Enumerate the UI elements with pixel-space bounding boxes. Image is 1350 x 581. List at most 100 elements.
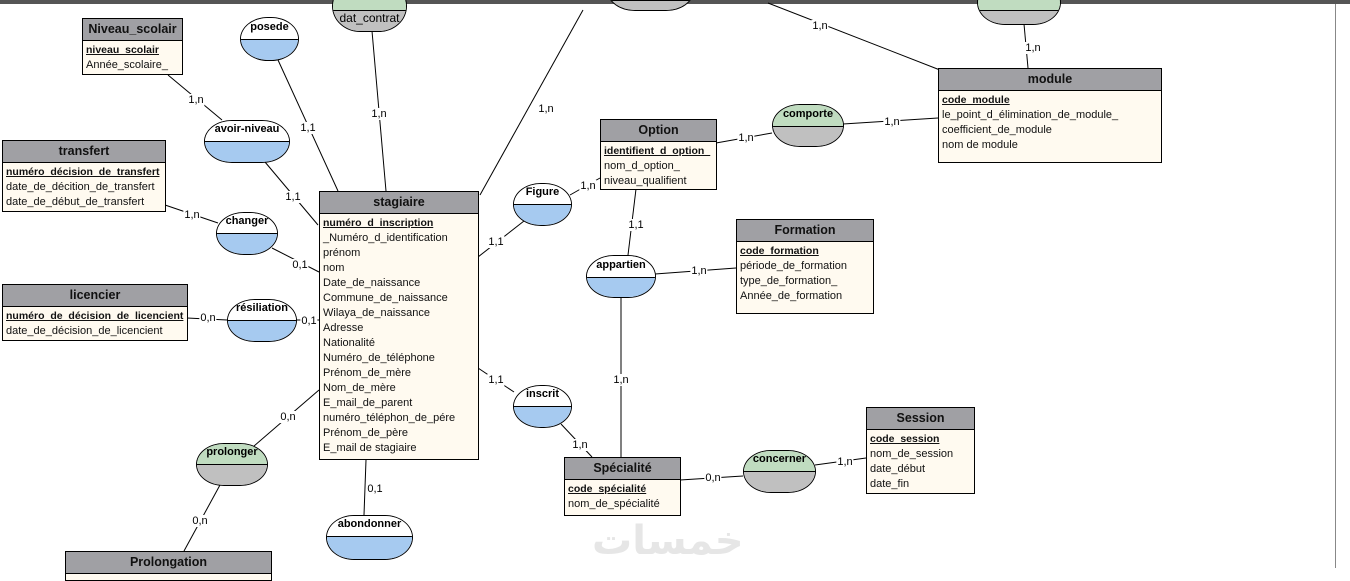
entity-attribute: Adresse [323, 322, 364, 334]
entity-title: licencier [3, 285, 187, 307]
entity-attributes: numéro_de_décision_de_licencient date_de_… [3, 307, 187, 341]
entity-attributes: code_module le_point_d_élimination_de_mod… [939, 91, 1161, 155]
cardinality-label: 0,n [199, 312, 217, 324]
association-changer[interactable]: changer [216, 212, 278, 255]
entity-key: identifient_d_option_ [604, 145, 711, 157]
association-name: posede [241, 18, 298, 40]
entity-key: code_spécialité [568, 483, 647, 495]
association-figure[interactable]: Figure [513, 183, 572, 226]
entity-attribute: coefficient_de_module [942, 124, 1052, 136]
association-abondonner[interactable]: abondonner [326, 515, 413, 560]
association-name: prolonger [197, 444, 267, 465]
association-attributes [587, 278, 655, 297]
entity-attribute: _Numéro_d_identification [323, 232, 448, 244]
entity-key: niveau_scolair [86, 44, 159, 56]
entity-attributes: numéro_d_inscription _Numéro_d_identifica… [320, 214, 478, 458]
entity-attribute: Prénom_de_père [323, 427, 409, 439]
entity-title: Niveau_scolair [83, 19, 182, 41]
association-avoir[interactable]: avoir-niveau [204, 120, 290, 163]
association-attributes [773, 127, 843, 146]
entity-attribute: Date_de_naissance [323, 277, 421, 289]
page-right-edge [1335, 4, 1336, 568]
association-name [978, 0, 1060, 11]
association-attributes [205, 142, 289, 162]
entity-attribute: Numéro_de_téléphone [323, 352, 435, 364]
association-contrat[interactable]: dat_contrat [332, 0, 407, 32]
association-inscrit[interactable]: inscrit [513, 385, 572, 428]
cardinality-label: 0,1 [300, 315, 318, 327]
entity-attribute: E_mail_de_parent [323, 397, 413, 409]
entity-key: code_module [942, 94, 1010, 106]
cardinality-label: 1,n [187, 94, 205, 106]
cardinality-label: 1,1 [627, 219, 645, 231]
association-attributes [744, 472, 815, 492]
cardinality-label: 0,1 [366, 483, 384, 495]
association-attributes: dat_contrat [333, 11, 406, 31]
link-stagiaire-abondonner [363, 459, 367, 516]
cardinality-label: 0,n [279, 411, 297, 423]
entity-attribute: nom_de_spécialité [568, 498, 660, 510]
entity-title: transfert [3, 141, 165, 163]
association-name: inscrit [514, 386, 571, 407]
entity-key: numéro_décision_de_transfert [6, 166, 160, 178]
cardinality-label: 1,n [370, 108, 388, 120]
entity-attribute: le_point_d_élimination_de_module_ [942, 109, 1119, 121]
association-attributes [608, 1, 693, 10]
entity-attribute: prénom [323, 247, 361, 259]
entity-attributes: code_spécialité nom_de_spécialité [565, 480, 680, 514]
entity-attribute: Prénom_de_mère [323, 367, 412, 379]
association-attributes [327, 537, 412, 559]
association-attributes [514, 407, 571, 427]
association-posede[interactable]: posede [240, 17, 299, 61]
cardinality-label: 1,1 [284, 191, 302, 203]
association-name [333, 0, 406, 11]
cardinality-label: 1,n [737, 132, 755, 144]
entity-title: stagiaire [320, 192, 478, 214]
cardinality-label: 0,1 [291, 259, 309, 271]
entity-attribute: date_de_début_de_transfert [6, 196, 145, 208]
association-resiliation[interactable]: résiliation [227, 299, 297, 342]
entity-title: Session [867, 408, 974, 430]
cardinality-label: 1,1 [487, 374, 505, 386]
association-prolonger[interactable]: prolonger [196, 443, 268, 486]
association-topright[interactable] [977, 0, 1061, 25]
association-comporte[interactable]: comporte [772, 104, 844, 147]
association-name: Figure [514, 184, 571, 205]
entity-attribute: Nationalité [323, 337, 375, 349]
entity-attribute: nom [323, 262, 345, 274]
cardinality-label: 1,1 [299, 122, 317, 134]
association-concerner[interactable]: concerner [743, 450, 816, 493]
entity-stagiaire[interactable]: stagiaire numéro_d_inscription _Numéro_d_i… [319, 191, 479, 460]
entity-key: numéro_d_inscription [323, 217, 434, 229]
entity-attribute: Commune_de_naissance [323, 292, 448, 304]
entity-attribute: période_de_formation [740, 260, 848, 272]
cardinality-label: 1,n [690, 265, 708, 277]
entity-attribute: Année_de_formation [740, 290, 843, 302]
association-attributes [978, 11, 1060, 24]
entity-attribute: date_de_décision_de_licencient [6, 325, 163, 337]
entity-prolongation[interactable]: Prolongation [65, 551, 272, 581]
cardinality-label: 1,1 [487, 236, 505, 248]
cardinality-label: 1,n [571, 439, 589, 451]
entity-title: Spécialité [565, 458, 680, 480]
entity-specialite[interactable]: Spécialité code_spécialité nom_de_spéciali… [564, 457, 681, 516]
entity-key: numéro_de_décision_de_licencient [6, 310, 184, 322]
association-name: appartien [587, 256, 655, 278]
association-appartien[interactable]: appartien [586, 255, 656, 298]
entity-attribute: type_de_formation_ [740, 275, 838, 287]
entity-attributes [66, 574, 271, 578]
entity-attribute: nom de module [942, 139, 1018, 151]
entity-attribute: nom_d_option_ [604, 160, 680, 172]
association-name [608, 0, 693, 1]
association-attributes [241, 40, 298, 60]
